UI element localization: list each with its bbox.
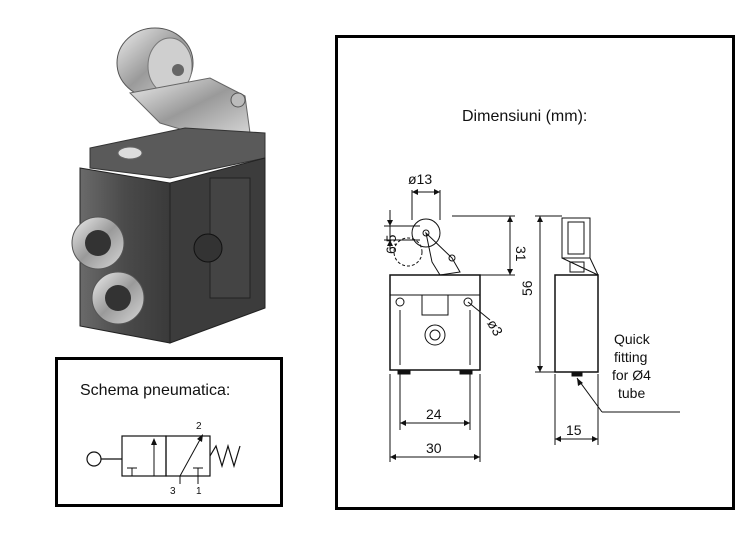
dim-30: 30 bbox=[426, 440, 442, 456]
product-photo bbox=[71, 27, 266, 344]
valve-position-a bbox=[121, 435, 167, 477]
schema-title: Schema pneumatica: bbox=[80, 382, 231, 399]
front-view-roller bbox=[411, 218, 441, 248]
pneumatic-symbol: 2 3 1 bbox=[86, 421, 241, 497]
side-view-body bbox=[554, 274, 599, 373]
dim-hole-diameter: ø3 bbox=[484, 317, 506, 339]
dim-56: 56 bbox=[519, 280, 535, 296]
front-view-body bbox=[389, 274, 481, 371]
schema-panel bbox=[55, 357, 283, 507]
roller-actuator-symbol bbox=[86, 451, 102, 467]
spring-symbol bbox=[209, 443, 241, 469]
dimensions-panel bbox=[335, 35, 735, 510]
port-3-label: 3 bbox=[170, 486, 176, 497]
dim-31: 31 bbox=[513, 246, 529, 262]
dim-roller-diameter: ø13 bbox=[408, 171, 432, 187]
valve-position-b bbox=[165, 435, 211, 477]
dimensions-title: Dimensiuni (mm): bbox=[462, 108, 588, 125]
front-view-port bbox=[424, 324, 446, 346]
note-quick: Quick bbox=[614, 331, 651, 347]
side-view-roller-housing bbox=[561, 217, 591, 259]
note-for-tube-size: for Ø4 bbox=[612, 367, 651, 383]
port-1-label: 1 bbox=[196, 486, 202, 497]
dim-15: 15 bbox=[566, 422, 582, 438]
dim-6-5: 6.5 bbox=[383, 234, 399, 254]
note-fitting: fitting bbox=[614, 349, 647, 365]
dim-24: 24 bbox=[426, 406, 442, 422]
dimension-drawing: ø13 6.5 31 56 ø3 24 30 15 Quick fitting … bbox=[383, 171, 680, 462]
port-2-label: 2 bbox=[196, 421, 202, 432]
note-tube: tube bbox=[618, 385, 645, 401]
